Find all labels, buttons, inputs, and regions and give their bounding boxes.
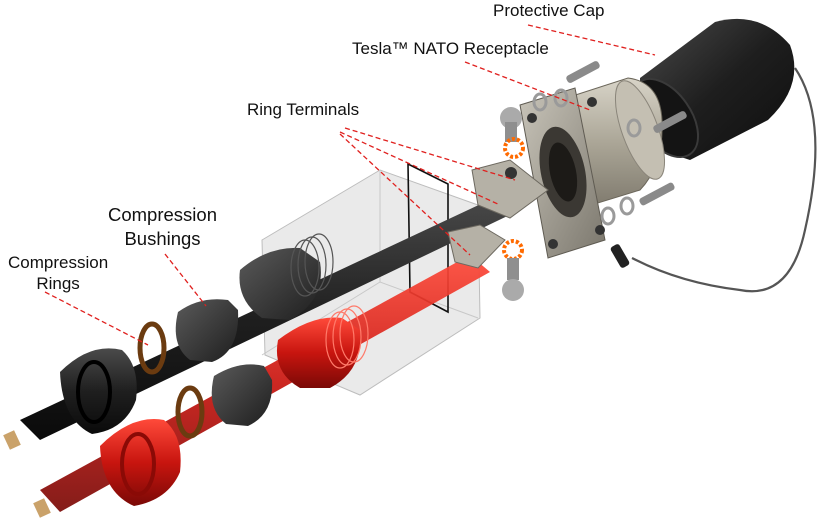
label-protective-cap: Protective Cap [493,1,605,20]
black-cable-assembly [3,159,549,450]
leader-nato-receptacle [464,61,591,111]
leader-ring-terminals-3 [344,127,516,181]
leader-lines [44,24,656,346]
label-ring-terminals: Ring Terminals [247,100,360,119]
label-compression-bushings-line1: Compression [108,204,217,225]
nato-receptacle [519,77,666,259]
leader-compression-bushings [164,253,207,307]
leader-ring-terminals-2 [339,133,471,256]
leader-ring-terminals-1 [339,131,501,206]
label-compression-rings: Compression Rings [8,252,108,294]
red-cable-assembly [33,224,506,518]
mounting-screws [500,61,687,301]
label-nato-receptacle: Tesla™ NATO Receptacle [352,39,549,58]
label-compression-rings-line1: Compression [8,253,109,272]
label-compression-bushings-line2: Bushings [124,228,201,249]
black-threads [290,233,334,297]
label-compression-rings-line2: Rings [36,274,80,293]
label-compression-bushings: Compression Bushings [108,203,217,251]
leader-compression-rings [44,291,149,346]
leader-protective-cap [527,24,656,56]
red-threads [325,305,369,369]
